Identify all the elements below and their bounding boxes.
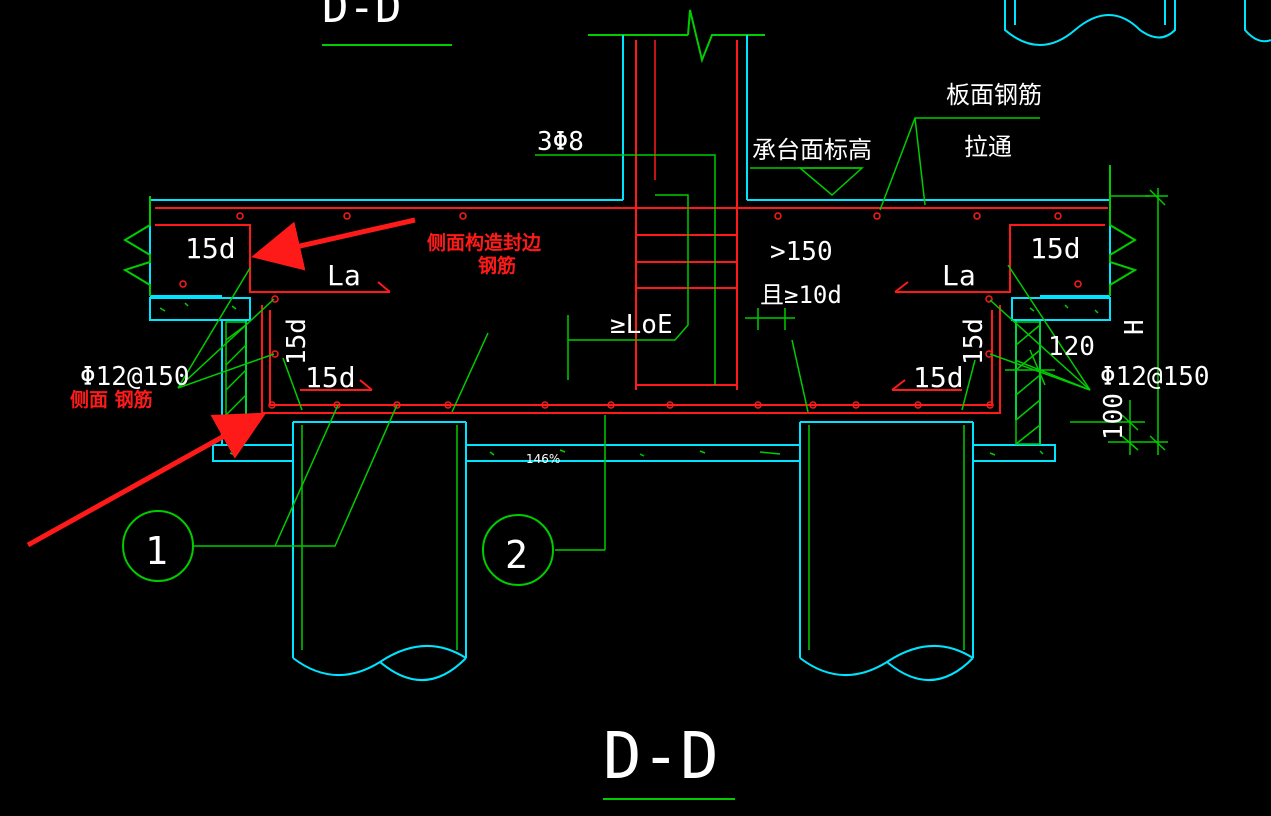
dim-100-label: 100 (1099, 393, 1129, 440)
marker-2-label: 2 (505, 533, 528, 577)
zoom-level: 146% (526, 452, 560, 466)
pile-end-top-right (1004, 0, 1271, 46)
pile-right (799, 421, 974, 682)
len-15d-bottom-left: 15d (305, 361, 356, 394)
marker-1-circle (122, 510, 194, 582)
pile-left (292, 421, 467, 682)
len-15d-vertical-right: 15d (959, 318, 989, 365)
break-line-left (122, 196, 151, 296)
break-line-right (1109, 165, 1138, 296)
pile-right-inner (808, 425, 965, 650)
la-right-label: La (942, 259, 976, 292)
bar-spec-right: Φ12@150 (1100, 362, 1210, 392)
rebar-dots (179, 212, 1082, 409)
len-15d-bottom-right: 15d (913, 361, 964, 394)
annotation-arrow-bottom (26, 412, 267, 548)
annotation-side-edge-rebar: 侧面构造封边 (427, 231, 542, 254)
through-label: 拉通 (964, 133, 1012, 161)
dim-h-label: H (1120, 319, 1150, 335)
la-left-label: La (327, 259, 361, 292)
annotation-side-edge-rebar-2: 钢筋 (478, 254, 516, 277)
gt10d-label: 且≥10d (760, 281, 842, 309)
section-title-top: D-D (322, 0, 401, 33)
section-title: D-D (603, 720, 719, 794)
loe-label: ≥LoE (610, 310, 673, 340)
slab-top-rebar-label: 板面钢筋 (946, 81, 1042, 109)
annotation-arrow-top (251, 217, 416, 271)
cushion-hatch (159, 302, 1099, 457)
annotation-side-rebar: 侧面 钢筋 (70, 388, 153, 411)
len-15d-top-left: 15d (185, 232, 236, 265)
side-wall-right (1015, 321, 1041, 445)
cap-top-elevation-label: 承台面标高 (752, 136, 872, 164)
pile-left-inner (301, 425, 458, 650)
dim-120-label: 120 (1048, 332, 1095, 362)
column-outline (588, 9, 765, 390)
stirrup-spec-label: 3Φ8 (537, 127, 584, 157)
leader-lines (177, 117, 1168, 551)
bar-spec-left: Φ12@150 (80, 362, 190, 392)
len-15d-vertical-left: 15d (282, 318, 312, 365)
gt150-label: >150 (770, 237, 833, 267)
marker-2-circle (482, 514, 554, 586)
side-wall-left (225, 321, 247, 421)
marker-1-label: 1 (145, 529, 168, 573)
len-15d-top-right: 15d (1030, 232, 1081, 265)
